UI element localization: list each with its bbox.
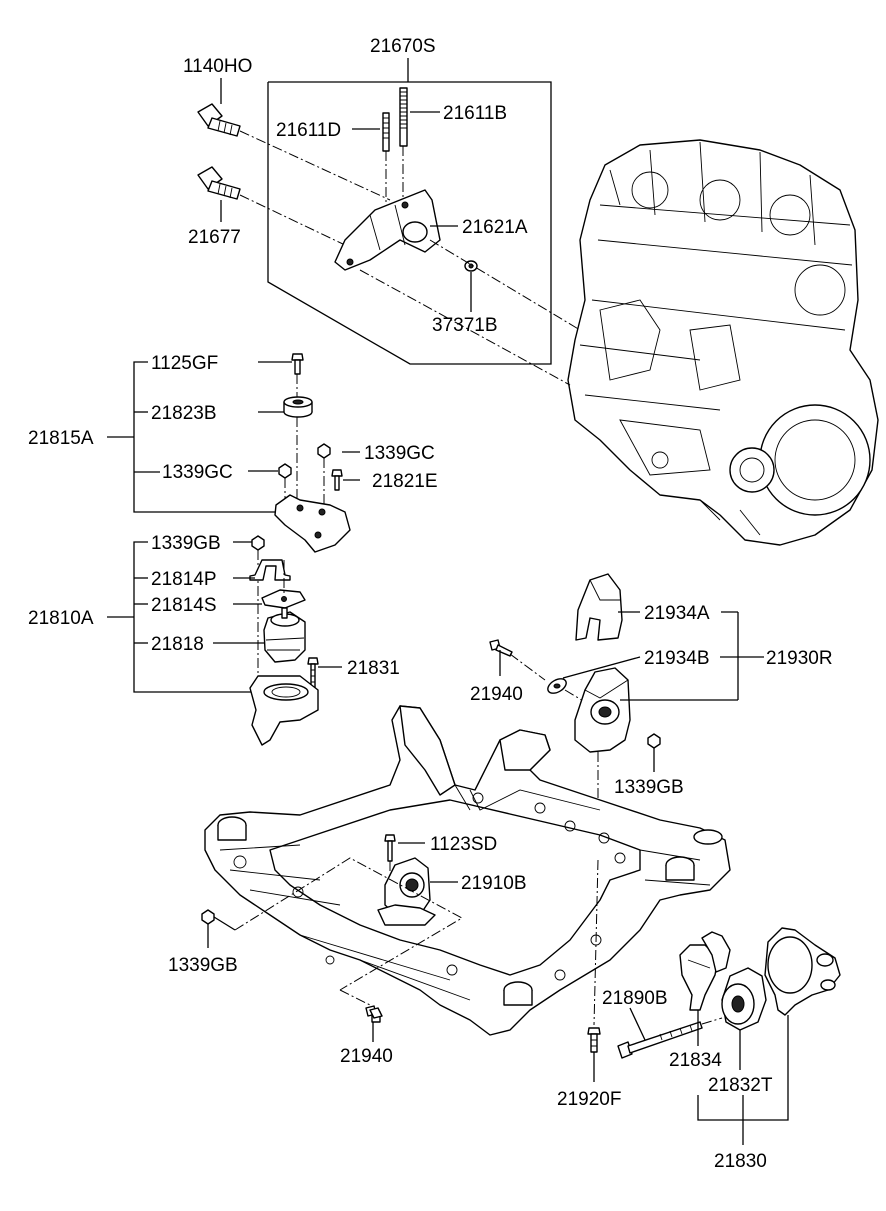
label-21940-lower: 21940 bbox=[340, 1046, 393, 1067]
label-21920F: 21920F bbox=[557, 1089, 621, 1110]
bolt-21677 bbox=[197, 166, 241, 200]
label-21821E: 21821E bbox=[372, 471, 438, 492]
label-21670S: 21670S bbox=[370, 36, 436, 57]
bracket-21834 bbox=[679, 931, 731, 1011]
bracket-21621A bbox=[334, 189, 441, 271]
label-21832T: 21832T bbox=[708, 1075, 773, 1096]
bracket-group-21815A-outline bbox=[107, 361, 288, 513]
label-21890B: 21890B bbox=[602, 988, 668, 1009]
washer-21934B bbox=[547, 678, 567, 694]
label-1339GB-right: 1339GB bbox=[614, 777, 684, 798]
bolt-21940-lower bbox=[365, 1005, 383, 1023]
label-1123SD: 1123SD bbox=[430, 834, 497, 855]
label-21815A: 21815A bbox=[28, 428, 94, 449]
mount-21910B bbox=[377, 857, 436, 926]
bracket-21814P bbox=[249, 559, 291, 581]
label-21611D: 21611D bbox=[276, 120, 341, 141]
cover-21934A bbox=[575, 573, 623, 641]
mount-21818 bbox=[263, 607, 306, 663]
label-21823B: 21823B bbox=[151, 403, 217, 424]
bolt-1140HO bbox=[197, 103, 241, 137]
label-1339GC-left: 1339GC bbox=[162, 462, 233, 483]
bolt-21890B bbox=[617, 1021, 703, 1059]
part-labels: 21670S 1140HO 21611D 21611B 21621A 21677… bbox=[28, 36, 833, 1172]
label-21621A: 21621A bbox=[462, 217, 528, 238]
label-21814P: 21814P bbox=[151, 569, 217, 590]
label-1125GF: 1125GF bbox=[151, 353, 218, 374]
bolt-21821E bbox=[331, 469, 343, 491]
bushing-21823B bbox=[283, 396, 313, 500]
label-21677: 21677 bbox=[188, 227, 241, 248]
label-37371B: 37371B bbox=[432, 315, 498, 336]
bolt-21940-upper bbox=[489, 639, 513, 657]
mount-21930R bbox=[574, 667, 631, 753]
label-21814S: 21814S bbox=[151, 595, 217, 616]
label-21611B: 21611B bbox=[443, 103, 507, 124]
nut-1339GB-left bbox=[201, 909, 215, 925]
bracket-21830 bbox=[764, 927, 841, 1016]
label-1140HO: 1140HO bbox=[183, 56, 252, 77]
nut-1339GB-top bbox=[251, 535, 265, 678]
label-21830: 21830 bbox=[714, 1151, 767, 1172]
label-21818: 21818 bbox=[151, 634, 204, 655]
label-21834: 21834 bbox=[669, 1050, 722, 1071]
bolt-21831 bbox=[307, 657, 319, 689]
label-1339GB-top: 1339GB bbox=[151, 533, 221, 554]
label-21934B: 21934B bbox=[644, 648, 710, 669]
label-21930R: 21930R bbox=[766, 648, 833, 669]
label-21940-upper: 21940 bbox=[470, 684, 523, 705]
stud-21611D bbox=[382, 112, 390, 205]
engine-block bbox=[567, 139, 879, 546]
bracket-group-box bbox=[267, 58, 552, 365]
nut-1339GB-right bbox=[647, 733, 661, 749]
subframe bbox=[204, 705, 731, 1036]
stud-21611B bbox=[399, 87, 408, 200]
label-1339GC-right: 1339GC bbox=[364, 443, 435, 464]
bolt-21920F bbox=[587, 1027, 601, 1053]
bracket-21810A bbox=[249, 675, 319, 746]
bracket-21815A bbox=[274, 494, 351, 553]
label-21910B: 21910B bbox=[461, 873, 527, 894]
label-1339GB-left: 1339GB bbox=[168, 955, 238, 976]
bushing-21832T bbox=[721, 967, 767, 1031]
bolt-1125GF bbox=[291, 353, 304, 398]
label-21934A: 21934A bbox=[644, 603, 710, 624]
label-21831: 21831 bbox=[347, 658, 400, 679]
nut-37371B bbox=[464, 260, 478, 272]
bracket-group-21810A-outline bbox=[107, 541, 262, 693]
plate-21814S bbox=[261, 560, 306, 609]
label-21810A: 21810A bbox=[28, 608, 94, 629]
nut-1339GC-right bbox=[317, 443, 331, 505]
